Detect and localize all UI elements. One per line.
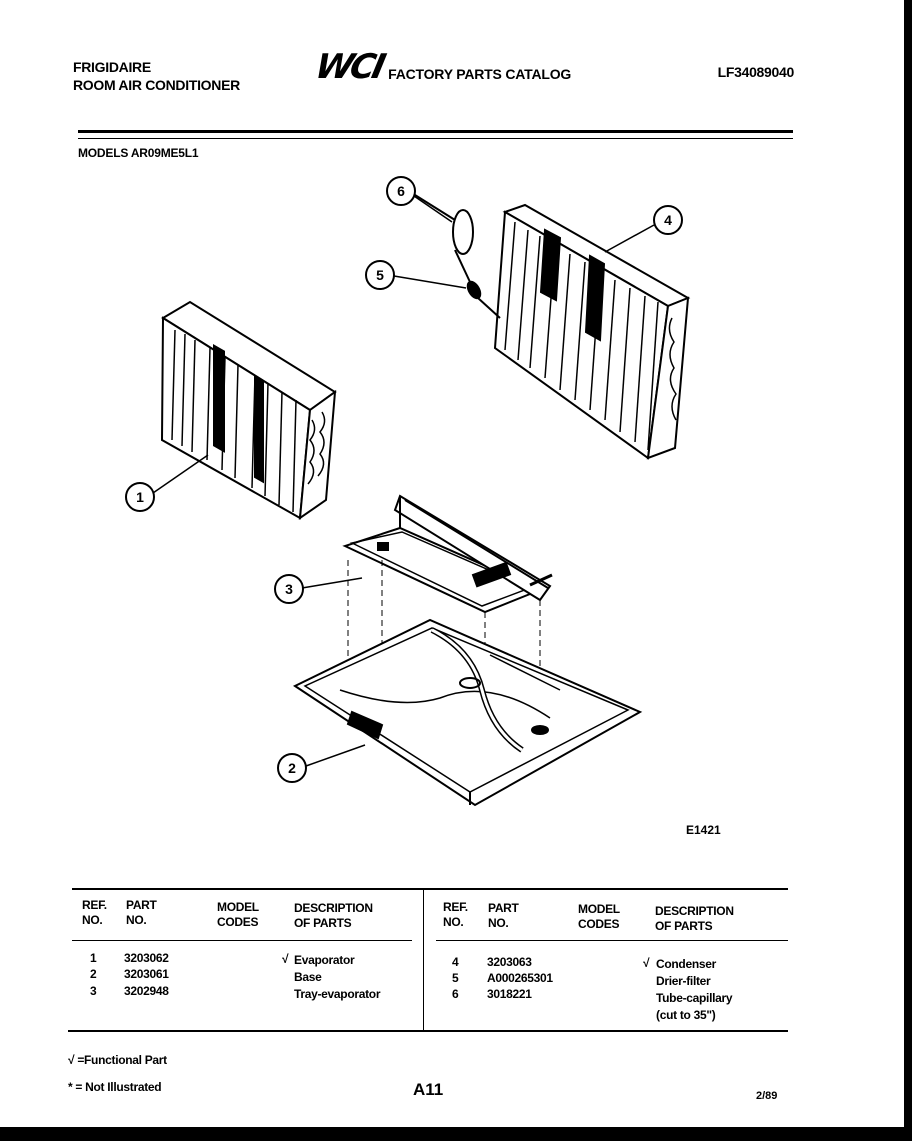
exploded-parts-diagram: 1 2 3 4 5 6 [125, 176, 691, 807]
table-rule-bottom [68, 1030, 788, 1032]
table-rule-top [72, 888, 788, 890]
tray-evaporator-illustration [342, 494, 553, 614]
brand-name: FRIGIDAIRE [73, 59, 151, 75]
svg-text:4: 4 [664, 212, 672, 228]
condenser-illustration [493, 203, 691, 460]
table-header-rule-right [436, 940, 788, 941]
table-header-rule-left [72, 940, 412, 941]
legend-functional-part: √ =Functional Part [68, 1053, 167, 1067]
svg-text:3: 3 [285, 581, 293, 597]
callout-5: 5 [365, 260, 467, 290]
figure-code: E1421 [686, 823, 721, 837]
ref-no: 4 [452, 955, 459, 969]
catalog-title-block: WCI FACTORY PARTS CATALOG [312, 47, 572, 87]
product-name: ROOM AIR CONDITIONER [73, 77, 240, 93]
ref-no: 5 [452, 971, 459, 985]
callout-2: 2 [277, 744, 366, 783]
part-description: Condenser [656, 957, 716, 971]
callout-6: 6 [386, 176, 453, 223]
header-ref-no-right: REF.NO. [443, 900, 468, 929]
print-date: 2/89 [756, 1090, 778, 1102]
ref-no: 2 [90, 967, 97, 981]
ref-no: 6 [452, 987, 459, 1001]
svg-text:2: 2 [288, 760, 296, 776]
evaporator-illustration [160, 300, 337, 521]
ref-no: 3 [90, 984, 97, 998]
part-description: Drier-filter [656, 974, 711, 988]
catalog-page: FRIGIDAIRE ROOM AIR CONDITIONER WCI FACT… [0, 0, 904, 1127]
header-ref-no: REF.NO. [82, 898, 107, 927]
functional-check: √ [282, 952, 289, 966]
part-no: 3203062 [124, 951, 169, 965]
header-rule-thick [78, 130, 793, 133]
table-divider [423, 888, 424, 1032]
wci-logo: WCI [311, 47, 387, 87]
ref-no: 1 [90, 951, 97, 965]
part-description: Tray-evaporator [294, 987, 381, 1001]
svg-text:5: 5 [376, 267, 384, 283]
callout-4: 4 [604, 205, 683, 253]
svg-text:1: 1 [136, 489, 144, 505]
models-line: MODELS AR09ME5L1 [78, 146, 199, 160]
header-brand-block: FRIGIDAIRE ROOM AIR CONDITIONER [73, 58, 240, 94]
callout-3: 3 [274, 574, 363, 604]
part-description: Evaporator [294, 953, 355, 967]
part-no: A000265301 [487, 971, 553, 985]
part-no: 3018221 [487, 987, 532, 1001]
callout-1: 1 [125, 454, 209, 512]
catalog-number: LF34089040 [717, 64, 795, 80]
part-no: 3203063 [487, 955, 532, 969]
legend-not-illustrated: * = Not Illustrated [68, 1080, 162, 1094]
page-number: A11 [413, 1080, 444, 1099]
catalog-title: FACTORY PARTS CATALOG [388, 66, 572, 82]
part-description: Base [294, 970, 322, 984]
part-no: 3202948 [124, 984, 169, 998]
drier-capillary-illustration [414, 194, 501, 319]
part-description: Tube-capillary [656, 991, 733, 1005]
part-no: 3203061 [124, 967, 169, 981]
functional-check: √ [643, 956, 650, 970]
part-description-note: (cut to 35") [656, 1008, 716, 1022]
svg-text:6: 6 [397, 183, 405, 199]
base-illustration [292, 618, 643, 807]
header-rule-thin [78, 138, 793, 139]
